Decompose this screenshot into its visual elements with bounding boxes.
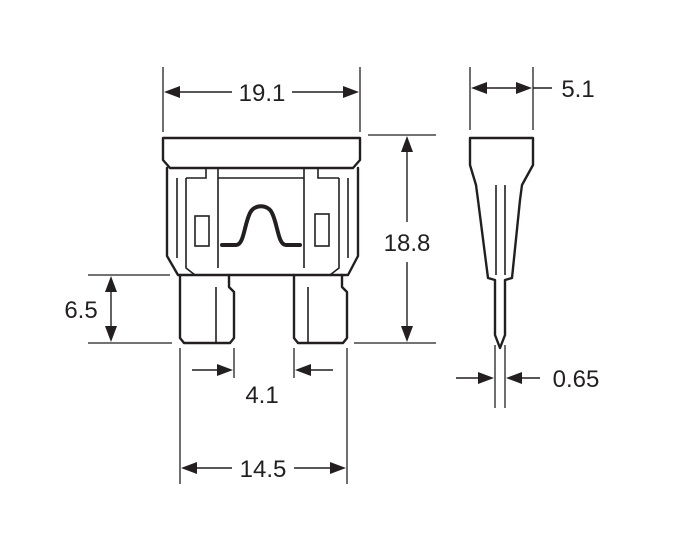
arrowhead-4-1-left (217, 364, 233, 376)
fuse-left-rail (176, 178, 196, 276)
dim-label-19-1: 19.1 (239, 80, 286, 107)
arrowhead-5-1-left (471, 82, 487, 94)
fuse-window (217, 168, 305, 268)
arrowhead-4-1-right (295, 364, 311, 376)
arrowhead-6-5-top (105, 276, 117, 292)
arrowhead-14-5-right (330, 462, 346, 474)
fuse-side-view (468, 136, 535, 350)
arrowhead-18-8-top (401, 136, 413, 152)
fuse-right-blade (292, 273, 349, 345)
dim-label-5-1: 5.1 (561, 76, 594, 103)
dim-label-0-65: 0.65 (553, 366, 600, 393)
fuse-front-view (161, 136, 362, 345)
arrowhead-19-1-left (164, 86, 180, 98)
dim-label-14-5: 14.5 (240, 456, 287, 483)
arrowhead-14-5-left (181, 462, 197, 474)
dimension-annotations: 19.1 18.8 6.5 4.1 14.5 (64, 67, 599, 484)
fuse-right-slot (314, 213, 330, 247)
fuse-top-cap (161, 136, 362, 170)
arrowhead-5-1-right (516, 82, 532, 94)
fuse-inner-step (186, 168, 339, 179)
fuse-right-rail (329, 178, 349, 276)
arrowhead-19-1-right (343, 86, 359, 98)
side-view-outline (468, 136, 535, 350)
dim-label-4-1: 4.1 (245, 382, 278, 409)
fuse-left-slot (194, 215, 210, 247)
dim-label-18-8: 18.8 (384, 230, 431, 257)
dim-label-6-5: 6.5 (64, 297, 97, 324)
side-view-center-rib (495, 185, 506, 275)
arrowhead-0-65-left (478, 372, 494, 384)
fuse-body (165, 166, 360, 277)
arrowhead-18-8-bottom (401, 326, 413, 342)
fuse-element (220, 204, 302, 247)
arrowhead-0-65-right (506, 372, 522, 384)
arrowhead-6-5-bottom (105, 326, 117, 342)
fuse-left-blade (178, 273, 236, 345)
